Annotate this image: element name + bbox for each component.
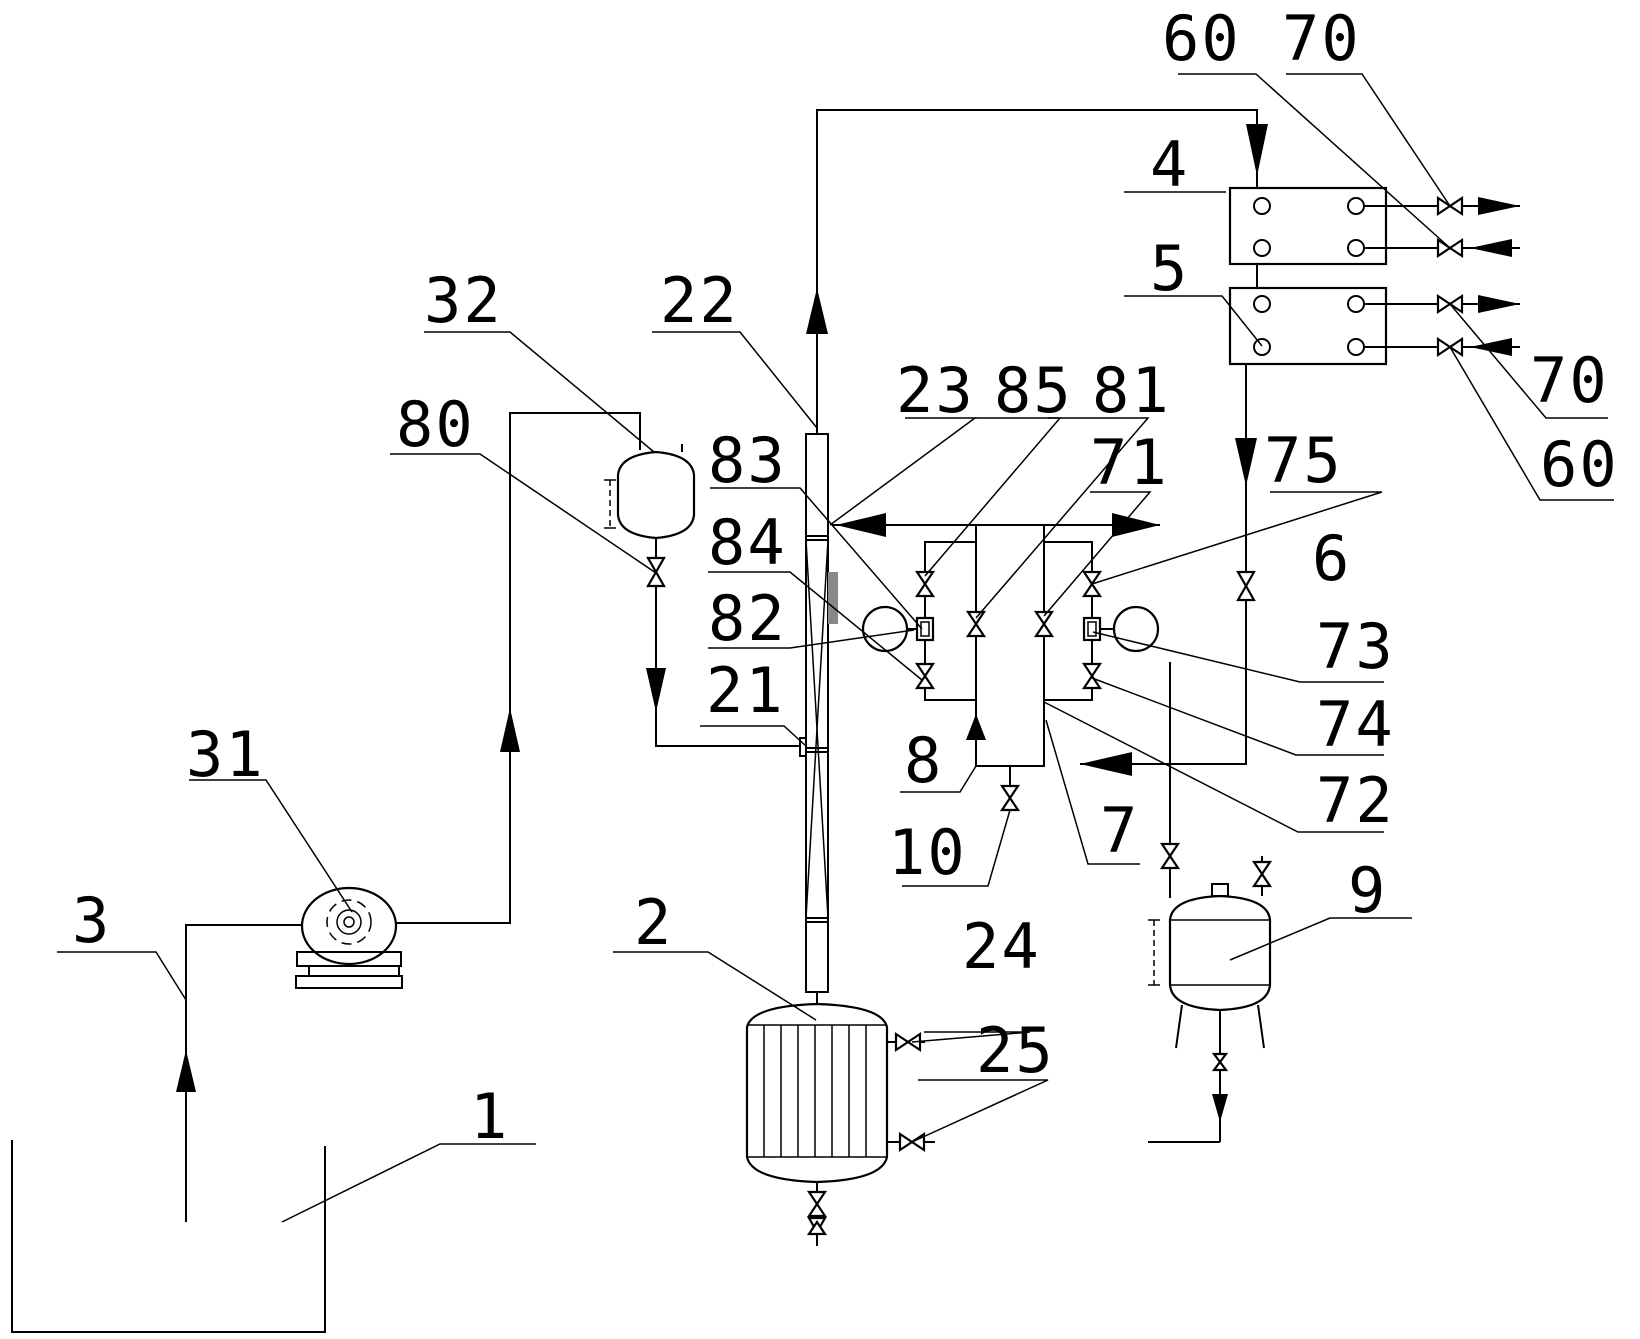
- reboiler-steam-valves: [887, 1031, 935, 1153]
- label-9: 9: [1348, 854, 1387, 927]
- receiver-tank: [1148, 856, 1273, 1143]
- label-80: 80: [396, 388, 475, 461]
- product-top-line: [1044, 513, 1160, 537]
- flow-arrow-up: [176, 1050, 196, 1092]
- label-5: 5: [1150, 232, 1189, 305]
- overhead-vapor-line: [806, 109, 1268, 428]
- flow-arrow-down: [1235, 438, 1257, 486]
- label-73: 73: [1316, 610, 1395, 683]
- condenser-4: [1228, 186, 1388, 266]
- label-72: 72: [1316, 764, 1395, 837]
- label-74: 74: [1316, 688, 1395, 761]
- right-instrument-loop: [1033, 541, 1160, 701]
- condensate-line: [1080, 364, 1257, 776]
- label-70b: 70: [1530, 344, 1609, 417]
- label-84: 84: [708, 506, 787, 579]
- left-instrument-loop: [861, 541, 987, 701]
- flow-arrow-down: [646, 668, 666, 712]
- feed-tank: [11, 1140, 326, 1333]
- flow-arrow-right: [1112, 513, 1160, 537]
- label-31: 31: [186, 718, 265, 791]
- label-82: 82: [708, 582, 787, 655]
- distillation-column: [805, 428, 838, 1004]
- label-71: 71: [1090, 426, 1169, 499]
- condenser-5: [1228, 286, 1388, 366]
- flow-arrow-down: [1246, 124, 1268, 176]
- label-6: 6: [1312, 522, 1351, 595]
- label-2: 2: [634, 886, 673, 959]
- flow-arrow-left: [1080, 752, 1132, 776]
- feed-line: [176, 924, 303, 1222]
- label-75: 75: [1264, 424, 1343, 497]
- reflux-line: [832, 513, 986, 740]
- cooling-water-lines: [1364, 195, 1520, 358]
- label-60a: 60: [1162, 2, 1241, 75]
- leader-lines: [57, 73, 1614, 1223]
- flow-arrow-up: [500, 708, 520, 752]
- label-81: 81: [1092, 354, 1171, 427]
- label-4: 4: [1150, 128, 1189, 201]
- label-21: 21: [706, 654, 785, 727]
- flow-arrow-down: [1212, 1094, 1228, 1122]
- label-22: 22: [660, 264, 739, 337]
- label-7: 7: [1100, 794, 1139, 867]
- flow-arrow-up: [806, 288, 828, 334]
- reboiler: [745, 1002, 889, 1246]
- label-60b: 60: [1540, 428, 1619, 501]
- label-32: 32: [424, 264, 503, 337]
- pump: [295, 886, 403, 989]
- label-8: 8: [904, 724, 943, 797]
- flow-arrow-left: [836, 513, 886, 537]
- pump-discharge-line: [396, 412, 641, 924]
- label-83: 83: [708, 424, 787, 497]
- flow-arrow-up: [966, 714, 986, 740]
- callout-labels: 1 2 3 4 5 6 7 8 9 10 21 22 23 24 25 31 3…: [72, 2, 1619, 1153]
- label-25: 25: [976, 1014, 1055, 1087]
- label-3: 3: [72, 884, 111, 957]
- label-70a: 70: [1282, 2, 1361, 75]
- label-23: 23: [896, 354, 975, 427]
- receiver-feed-line: [1159, 662, 1181, 898]
- label-85: 85: [994, 354, 1073, 427]
- head-tank-outlet-line: [646, 555, 807, 757]
- label-10: 10: [888, 816, 967, 889]
- label-1: 1: [470, 1080, 509, 1153]
- head-tank: [604, 444, 696, 555]
- separator: [975, 524, 1045, 812]
- label-24: 24: [962, 910, 1041, 983]
